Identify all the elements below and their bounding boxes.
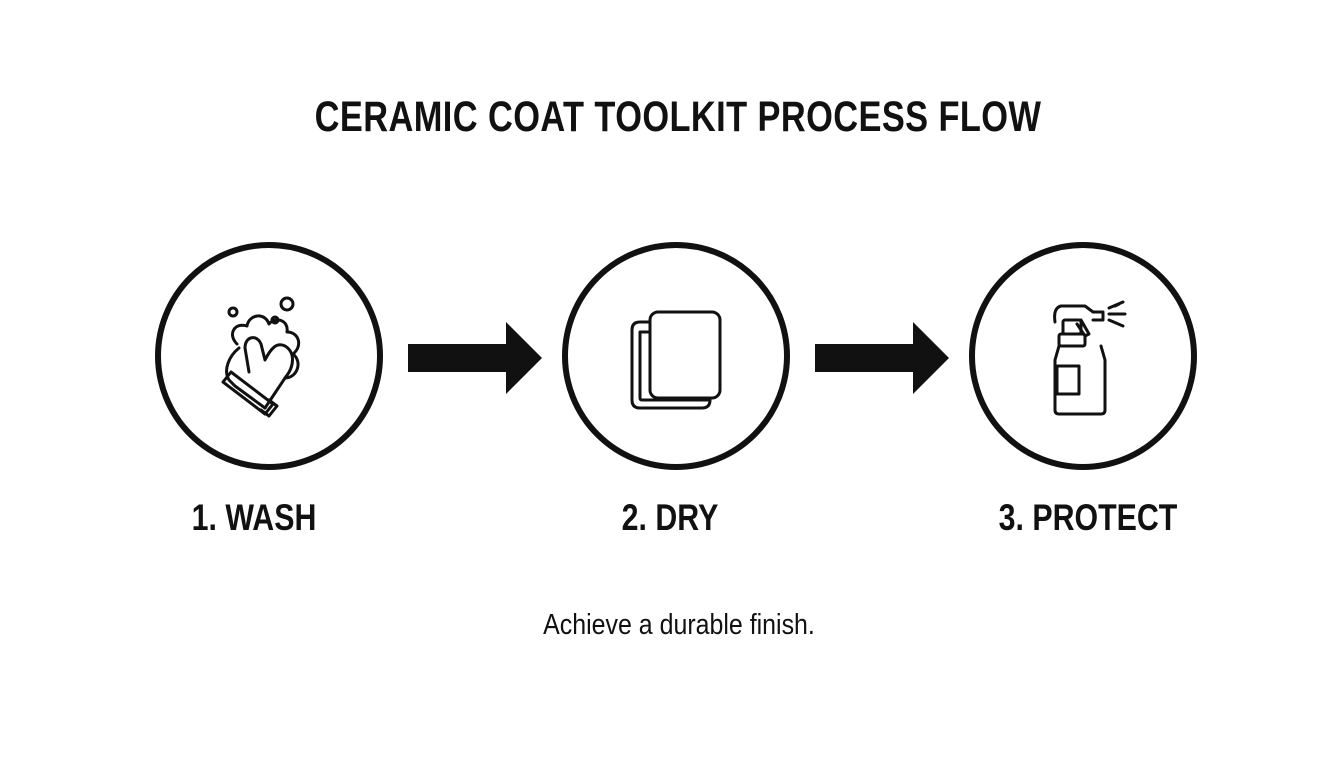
arrow-right-icon — [408, 322, 542, 394]
step-dry-label: 2. DRY — [621, 497, 719, 538]
step-protect-circle — [969, 242, 1197, 470]
diagram-title: CERAMIC COAT TOOLKIT PROCESS FLOW — [314, 93, 1042, 141]
spray-bottle-icon — [1053, 300, 1127, 416]
step-wash-label: 1. WASH — [191, 497, 317, 538]
step-wash-circle — [155, 242, 383, 470]
step-dry-circle — [562, 242, 790, 470]
towel-icon — [630, 310, 722, 410]
wash-mitt-icon — [221, 296, 301, 418]
flow-arrow-2 — [815, 320, 951, 396]
flow-arrow-1 — [408, 320, 544, 396]
arrow-right-icon — [815, 322, 949, 394]
tagline: Achieve a durable finish. — [543, 609, 815, 641]
step-protect-label: 3. PROTECT — [998, 497, 1178, 538]
